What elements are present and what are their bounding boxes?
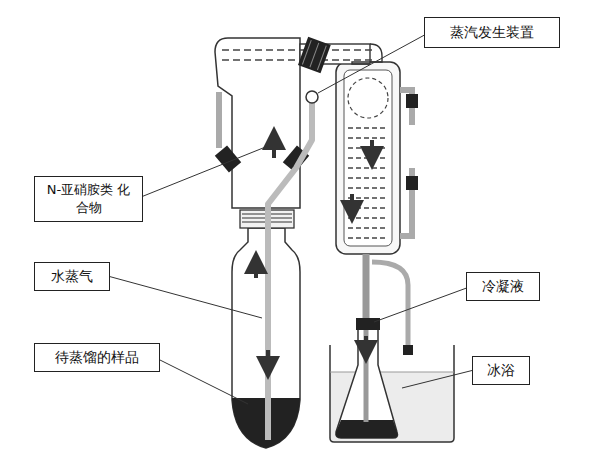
valve [306,91,318,103]
callout-box: 水蒸气 [34,262,110,291]
callout-box: 蒸汽发生装置 [424,17,560,48]
callout-text: 蒸汽发生装置 [450,23,534,42]
receiving-flask [336,330,398,438]
steam-tube [268,100,312,440]
callout-text: 冰浴 [487,361,515,380]
outlet-tube [363,254,370,318]
condenser [336,62,400,254]
screw-cap [298,37,331,73]
side-tube [216,92,222,148]
leader-lines [104,32,478,404]
callout-text: 冷凝液 [482,277,524,296]
condenser-inner [344,70,392,246]
callout-box: 冰浴 [472,356,530,385]
drip-tube [364,330,369,422]
callout-text: N-亚硝胺类 化合物 [46,181,132,216]
flow-arrows [256,138,372,368]
water-line [330,372,454,373]
stopper [215,145,241,172]
callout-text: 待蒸馏的样品 [55,348,139,367]
callout-text: 水蒸气 [51,267,93,286]
tube-connector [406,94,418,108]
tube-connector [406,176,418,190]
inner-tube [222,50,372,60]
callout-box: 待蒸馏的样品 [34,343,160,372]
condensate-liquid [336,420,398,438]
stopper [356,318,380,330]
callout-box: 冷凝液 [466,272,540,301]
side-outlet [372,262,408,345]
cooling-coil [348,128,388,238]
outlet-tip [403,345,413,355]
bulb [348,78,388,118]
callout-box: N-亚硝胺类 化合物 [34,176,143,222]
